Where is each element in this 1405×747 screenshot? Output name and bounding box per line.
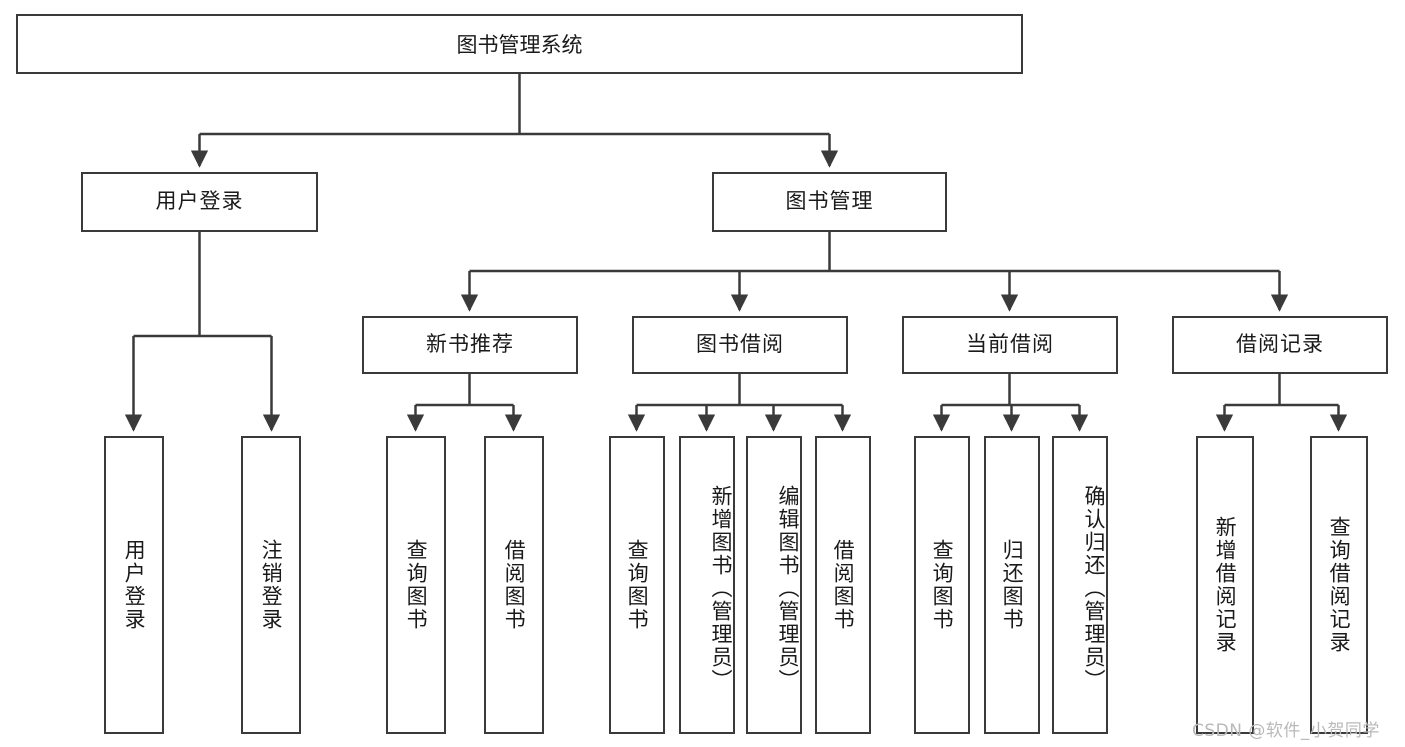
leaf-query-book-new[interactable]: 查询图书 [386,436,446,734]
node-root-label: 图书管理系统 [456,33,583,57]
node-borrow-record[interactable]: 借阅记录 [1172,316,1388,374]
leaf-edit-book-admin[interactable]: 编辑图书（管理员） [746,436,802,734]
leaf-user-login[interactable]: 用户登录 [104,436,164,734]
leaf-query-book-borrow[interactable]: 查询图书 [609,436,665,734]
leaf-borrow-book-new[interactable]: 借阅图书 [484,436,544,734]
leaf-confirm-return-admin[interactable]: 确认归还（管理员） [1052,436,1108,734]
leaf-query-book-current[interactable]: 查询图书 [914,436,970,734]
leaf-add-book-admin-label: 新增图书（管理员） [709,484,733,692]
node-new-book-recommend-label: 新书推荐 [426,332,514,357]
leaf-add-borrow-record[interactable]: 新增借阅记录 [1196,436,1254,734]
leaf-add-book-admin[interactable]: 新增图书（管理员） [679,436,735,734]
node-current-borrow-label: 当前借阅 [966,332,1054,357]
leaf-logout[interactable]: 注销登录 [241,436,301,734]
leaf-logout-label: 注销登录 [259,539,284,631]
node-new-book-recommend[interactable]: 新书推荐 [362,316,578,374]
node-book-borrow[interactable]: 图书借阅 [632,316,848,374]
leaf-query-book-current-label: 查询图书 [930,539,955,631]
node-user-login-label: 用户登录 [155,189,244,214]
leaf-query-borrow-record-label: 查询借阅记录 [1327,516,1352,654]
leaf-return-book[interactable]: 归还图书 [984,436,1040,734]
leaf-query-borrow-record[interactable]: 查询借阅记录 [1310,436,1368,734]
node-root[interactable]: 图书管理系统 [16,14,1023,74]
csdn-watermark: CSDN @软件_小贺同学 [1192,721,1380,741]
leaf-borrow-book-new-label: 借阅图书 [502,539,527,631]
leaf-return-book-label: 归还图书 [1000,539,1025,631]
leaf-borrow-book[interactable]: 借阅图书 [815,436,871,734]
leaf-query-book-new-label: 查询图书 [404,539,429,631]
node-borrow-record-label: 借阅记录 [1236,332,1324,357]
leaf-borrow-book-label: 借阅图书 [831,539,856,631]
leaf-edit-book-admin-label: 编辑图书（管理员） [776,484,800,692]
leaf-query-book-borrow-label: 查询图书 [625,539,650,631]
node-current-borrow[interactable]: 当前借阅 [902,316,1118,374]
node-book-management-label: 图书管理 [785,189,874,214]
node-book-management[interactable]: 图书管理 [712,172,947,232]
leaf-add-borrow-record-label: 新增借阅记录 [1213,516,1238,654]
node-user-login[interactable]: 用户登录 [81,172,318,232]
leaf-user-login-label: 用户登录 [122,539,147,631]
node-book-borrow-label: 图书借阅 [696,332,784,357]
leaf-confirm-return-admin-label: 确认归还（管理员） [1082,484,1106,692]
